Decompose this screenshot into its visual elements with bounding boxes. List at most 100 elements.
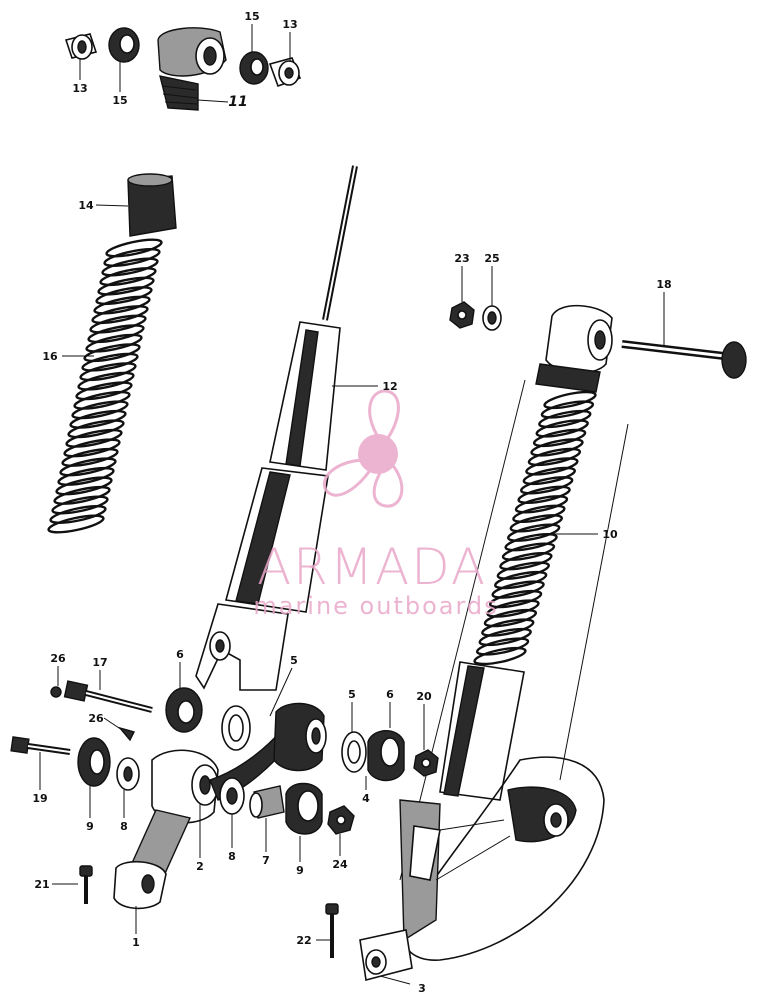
spring-coil [496,561,550,580]
label-9-mid: 9 [296,864,304,877]
label-17: 17 [92,656,107,669]
part-8-mid-washer [219,777,245,815]
spring-coil [481,618,535,637]
watermark-tagline: marine outboards [253,592,498,620]
spring-coil [101,257,159,277]
part-5-left-ring [221,705,251,751]
label-10: 10 [602,528,618,541]
label-1: 1 [132,936,140,949]
spring-coil [103,248,161,267]
spring-coil [89,314,147,334]
spring-coil [538,409,592,429]
part-2-bushing-block [273,702,327,772]
label-24: 24 [332,858,348,871]
label-6-right: 6 [386,688,394,701]
label-8: 8 [120,820,128,833]
spring-coil [95,286,153,306]
spring-coil [540,400,595,419]
label-6: 6 [176,648,184,661]
spring-coil [75,381,133,401]
part-15-left-rubber [108,27,140,63]
part-12-damper [195,165,358,691]
spring-coil [522,466,576,486]
spring-coil [97,276,155,296]
part-16-spring [47,238,163,534]
label-16: 16 [42,350,58,363]
spring-coil [93,295,151,315]
spring-coil [53,485,111,505]
spring-coil [67,419,125,439]
spring-coil [488,589,543,609]
spring-coil [507,523,561,542]
part-17-bolt [63,680,153,713]
part-23-nut [449,301,475,329]
spring-coil [509,514,563,533]
spring-coil [91,305,149,325]
label-8-mid: 8 [228,850,236,863]
part-3-right-arm [359,756,605,981]
spring-coil [514,495,569,514]
part-7-collar [249,785,285,819]
spring-coil [63,438,121,458]
part-6-right-collar [367,730,405,782]
part-26-mid-washer [118,726,136,742]
watermark: ARMADA marine outboards [253,389,498,620]
part-26-left-nut [50,686,62,698]
label-13-top: 13 [282,18,297,31]
spring-coil [47,514,105,534]
part-5-right-ring [341,731,367,773]
spring-coil [85,333,143,353]
part-21-screw [79,865,93,904]
label-15-top: 15 [244,10,259,23]
label-23: 23 [454,252,469,265]
spring-coil [504,533,558,552]
spring-coil [535,419,589,438]
spring-coil [61,447,119,467]
label-11: 11 [228,94,247,110]
part-19-bolt [10,736,71,755]
spring-coil [532,428,587,448]
spring-coil [512,504,566,523]
part-22-screw [325,903,339,958]
label-26: 26 [50,652,66,665]
label-19: 19 [32,792,47,805]
label-14: 14 [78,199,94,212]
spring-coil [55,476,113,496]
part-9-left-rubber [77,737,111,787]
spring-coil [478,627,532,647]
spring-coil [491,580,545,599]
spring-coil [49,505,107,524]
label-13: 13 [72,82,87,95]
part-8-left-washer [116,757,140,791]
spring-coil [520,476,574,495]
spring-coil [87,324,145,344]
spring-coil [57,466,115,486]
label-5-right: 5 [348,688,356,701]
spring-coil [83,343,141,363]
label-9: 9 [86,820,94,833]
spring-coil [517,485,571,504]
part-14-spring-cap [127,173,177,237]
label-18: 18 [656,278,671,291]
propeller-logo [322,389,404,508]
part-20-nut [413,749,439,777]
spring-coil [79,362,137,382]
part-10-shock-assembly [439,304,613,801]
spring-coil [486,599,540,618]
leader-lines [39,24,665,985]
part-9-mid-rubber [285,782,323,835]
spring-coil [475,637,530,656]
spring-coil [494,570,548,590]
label-20: 20 [416,690,432,703]
spring-coil [65,428,123,448]
spring-coil [499,552,553,571]
label-2: 2 [196,860,204,873]
part-13-right-bushing [268,57,302,88]
label-15: 15 [112,94,127,107]
spring-coil [59,457,117,477]
part-25-washer [482,305,502,331]
spring-coil [51,495,109,515]
label-5: 5 [290,654,298,667]
callout-labels: 13 15 11 15 13 14 16 12 23 25 18 10 26 1… [32,10,671,995]
